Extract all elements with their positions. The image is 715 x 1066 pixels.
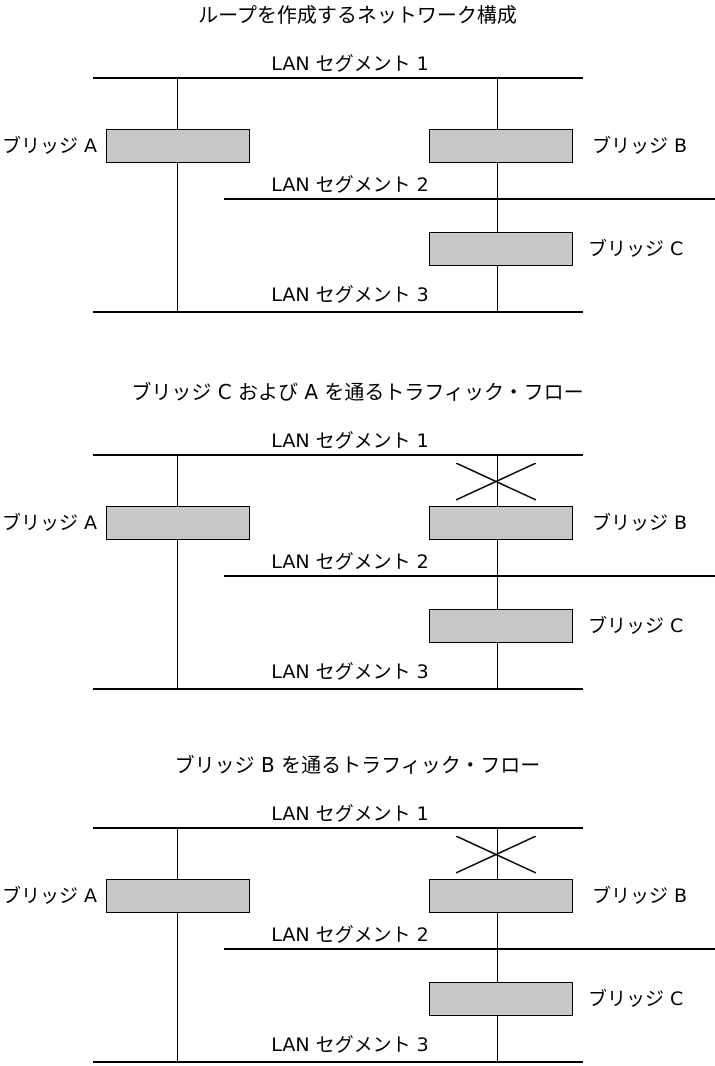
bridge-b-connector-line: [497, 827, 498, 1063]
diagram-title: ループを作成するネットワーク構成: [198, 3, 517, 27]
bridge-a-box: [106, 506, 250, 540]
bridge-a-box: [106, 129, 250, 163]
lan-segment-2-line: [224, 575, 715, 577]
lan-segment-2-label: LAN セグメント 2: [271, 924, 429, 946]
diagram-loop-configuration: ループを作成するネットワーク構成 LAN セグメント 1 LAN セグメント 2…: [0, 0, 715, 330]
bridge-a-label: ブリッジ A: [2, 512, 98, 534]
lan-segment-2-label: LAN セグメント 2: [271, 551, 429, 573]
bridge-b-box: [429, 129, 573, 163]
lan-segment-3-label: LAN セグメント 3: [271, 661, 429, 683]
bridge-c-box: [429, 609, 573, 643]
lan-segment-3-label: LAN セグメント 3: [271, 284, 429, 306]
bridge-c-label: ブリッジ C: [588, 988, 684, 1010]
lan-segment-3-line: [93, 688, 583, 690]
lan-segment-1-line: [93, 77, 583, 79]
lan-segment-2-label: LAN セグメント 2: [271, 174, 429, 196]
lan-segment-3-label: LAN セグメント 3: [271, 1034, 429, 1056]
bridge-c-label: ブリッジ C: [588, 238, 684, 260]
diagram-title: ブリッジ B を通るトラフィック・フロー: [174, 753, 541, 777]
diagram-traffic-via-b: ブリッジ B を通るトラフィック・フロー LAN セグメント 1 LAN セグメ…: [0, 750, 715, 1066]
bridge-a-label: ブリッジ A: [2, 885, 98, 907]
bridge-b-label: ブリッジ B: [592, 512, 688, 534]
bridge-b-label: ブリッジ B: [592, 885, 688, 907]
bridge-b-connector-line: [497, 454, 498, 690]
blocked-link-x-icon: [456, 836, 536, 874]
lan-segment-3-line: [93, 311, 583, 313]
bridge-b-box: [429, 879, 573, 913]
bridge-a-connector-line: [177, 77, 178, 313]
bridge-b-box: [429, 506, 573, 540]
bridge-a-connector-line: [177, 454, 178, 690]
lan-segment-1-line: [93, 827, 583, 829]
lan-segment-1-line: [93, 454, 583, 456]
blocked-link-x-icon: [456, 463, 536, 501]
bridge-a-label: ブリッジ A: [2, 135, 98, 157]
bridge-c-box: [429, 982, 573, 1016]
lan-segment-1-label: LAN セグメント 1: [271, 803, 429, 825]
diagram-title: ブリッジ C および A を通るトラフィック・フロー: [131, 380, 584, 404]
bridge-b-label: ブリッジ B: [592, 135, 688, 157]
bridge-c-label: ブリッジ C: [588, 615, 684, 637]
lan-segment-1-label: LAN セグメント 1: [271, 430, 429, 452]
lan-segment-3-line: [93, 1061, 583, 1063]
diagram-traffic-via-c-and-a: ブリッジ C および A を通るトラフィック・フロー LAN セグメント 1 L…: [0, 377, 715, 707]
bridge-b-connector-line: [497, 77, 498, 313]
lan-segment-1-label: LAN セグメント 1: [271, 53, 429, 75]
lan-segment-2-line: [224, 948, 715, 950]
bridge-a-connector-line: [177, 827, 178, 1063]
bridge-c-box: [429, 232, 573, 266]
lan-segment-2-line: [224, 198, 715, 200]
bridge-a-box: [106, 879, 250, 913]
